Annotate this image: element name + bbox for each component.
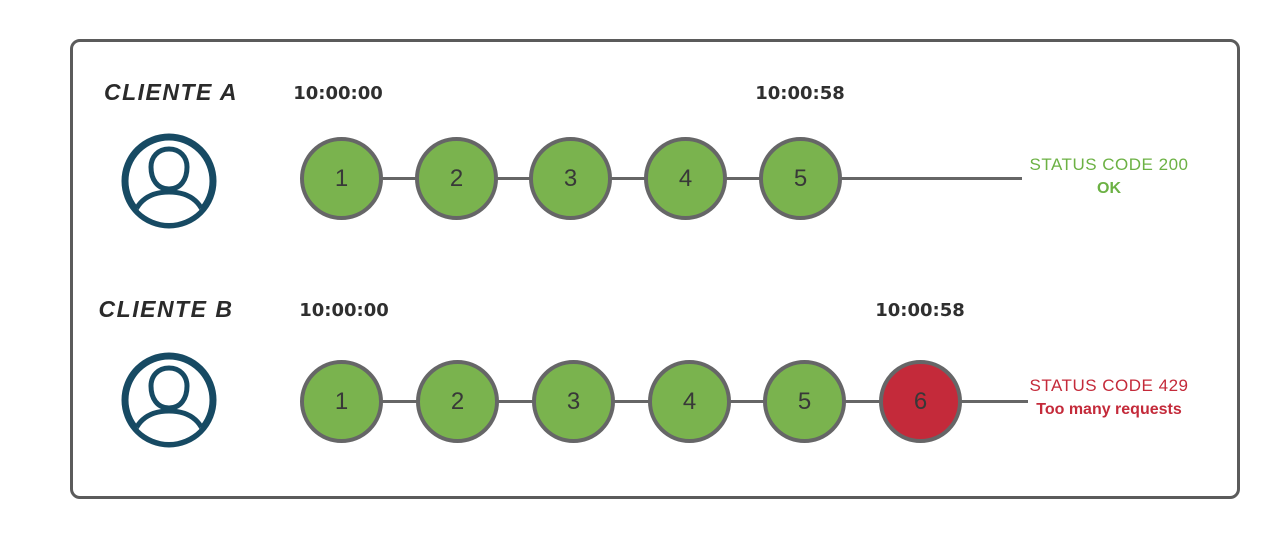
status-code-429-text: STATUS CODE 429	[1029, 376, 1189, 395]
user-icon	[121, 133, 217, 229]
request-circle-b6-rate-limited: 6	[879, 360, 962, 443]
row-b-status: STATUS CODE 429 Too many requests	[1030, 374, 1189, 422]
request-circle-a1: 1	[300, 137, 383, 220]
status-code-200-text: STATUS CODE 200	[1029, 155, 1189, 174]
diagram-frame	[70, 39, 1240, 499]
request-circle-a4: 4	[644, 137, 727, 220]
too-many-requests-text: Too many requests	[1036, 401, 1182, 418]
user-icon	[121, 352, 217, 448]
status-ok-text: OK	[1097, 180, 1121, 197]
request-circle-a3: 3	[529, 137, 612, 220]
client-a-label: CLIENTE A	[103, 79, 239, 105]
row-b-end-timestamp: 10:00:58	[875, 300, 965, 321]
request-circle-b2: 2	[416, 360, 499, 443]
request-circle-b4: 4	[648, 360, 731, 443]
row-a-start-timestamp: 10:00:00	[293, 83, 383, 104]
request-circle-b1: 1	[300, 360, 383, 443]
row-b-start-timestamp: 10:00:00	[299, 300, 389, 321]
row-a-status: STATUS CODE 200 OK	[1030, 153, 1189, 201]
client-b-label: CLIENTE B	[98, 296, 234, 322]
request-circle-b3: 3	[532, 360, 615, 443]
row-a-end-timestamp: 10:00:58	[755, 83, 845, 104]
request-circle-b5: 5	[763, 360, 846, 443]
request-circle-a5: 5	[759, 137, 842, 220]
request-circle-a2: 2	[415, 137, 498, 220]
